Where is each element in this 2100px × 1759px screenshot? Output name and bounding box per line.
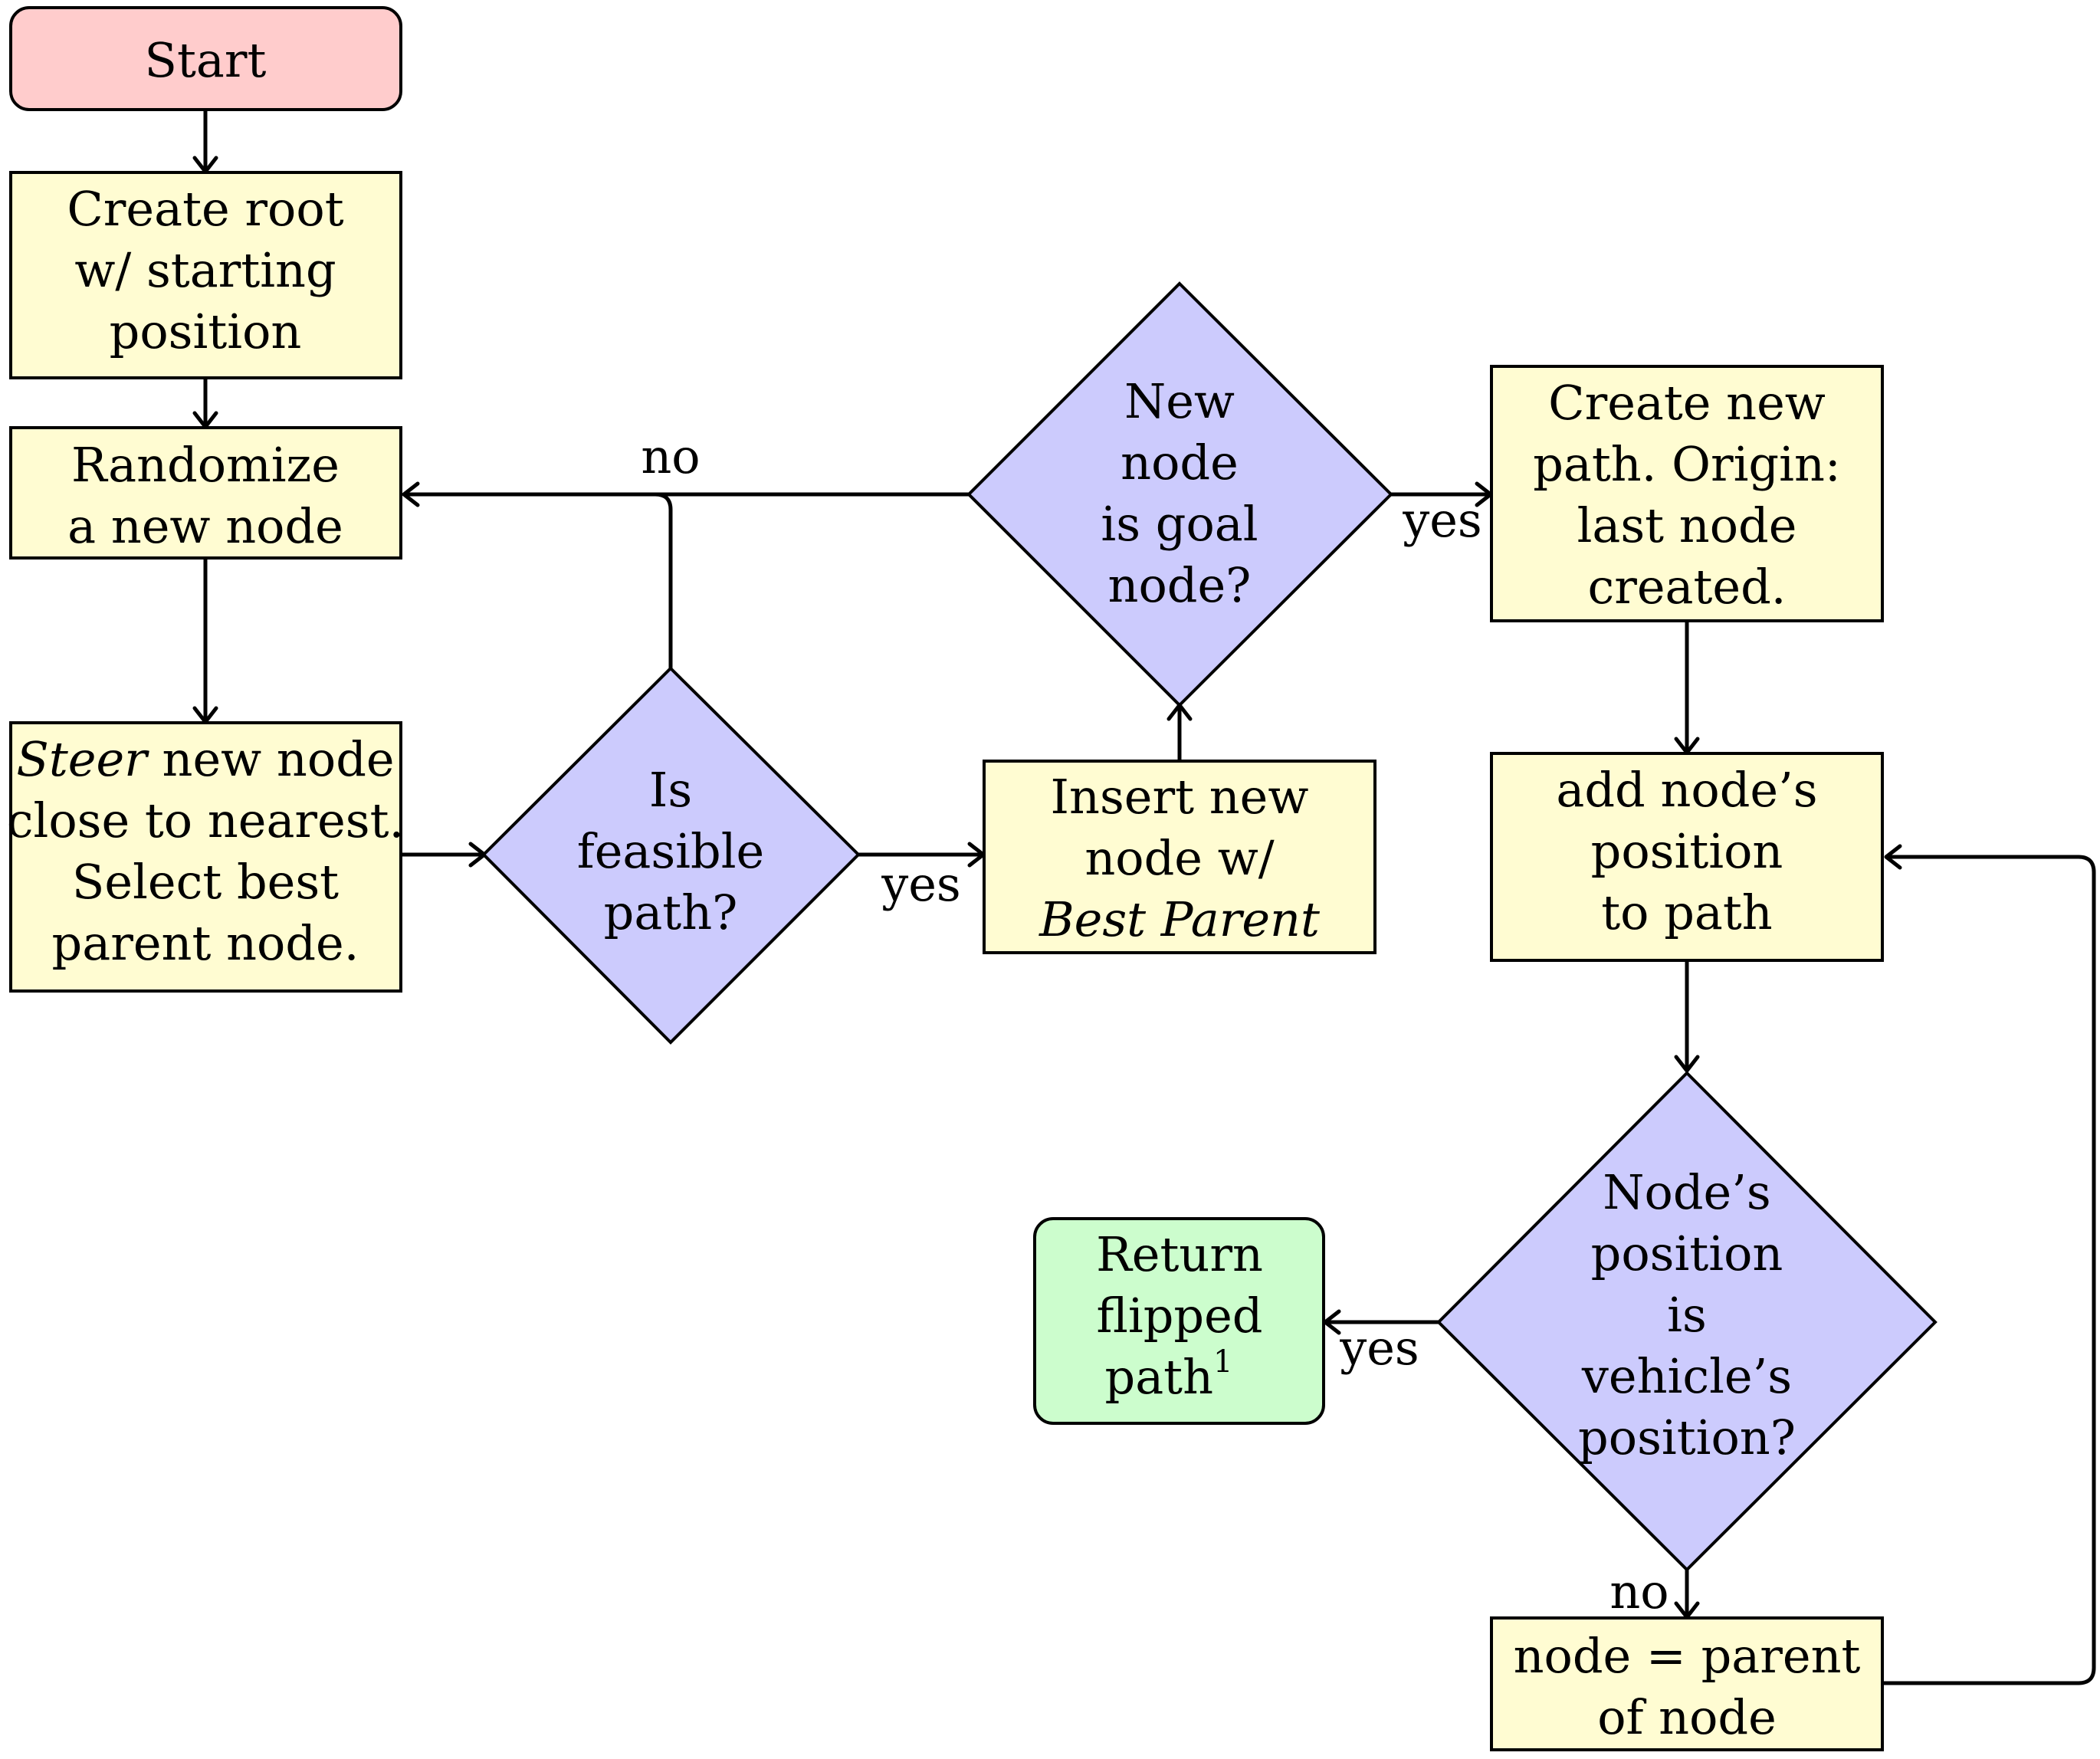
arrowhead xyxy=(1674,1055,1700,1073)
edge-label-feasible-yes: yes xyxy=(881,856,961,912)
edges xyxy=(192,109,2096,1685)
footnote-marker: 1 xyxy=(1213,1344,1232,1380)
is-goal-line: node xyxy=(1121,435,1239,491)
is-goal-line: is goal xyxy=(1101,496,1258,552)
steer-line: close to nearest. xyxy=(7,793,404,848)
arrowhead xyxy=(1884,844,1902,870)
add-position-line: position xyxy=(1591,823,1783,879)
return-line: flipped xyxy=(1097,1288,1263,1344)
edge-labels: yes no yes yes no xyxy=(641,428,1669,1620)
is-vehicle-line: vehicle’s xyxy=(1581,1348,1792,1404)
steer-line: parent node. xyxy=(52,915,359,971)
node-parent-line: node = parent xyxy=(1514,1628,1861,1684)
return-path-node xyxy=(1033,1217,1325,1425)
create-path-line: created. xyxy=(1587,559,1786,615)
randomize-line: a new node xyxy=(67,498,343,554)
node-parent-node xyxy=(1490,1616,1884,1751)
add-position-node xyxy=(1490,752,1884,962)
node-labels: Start Create root w/ starting position R… xyxy=(7,32,1861,1745)
steer-rest: new node xyxy=(147,731,395,787)
arrowhead xyxy=(402,481,420,507)
is-feasible-decision xyxy=(481,666,861,1045)
insert-line: node w/ xyxy=(1084,830,1274,886)
create-path-line: path. Origin: xyxy=(1533,436,1841,492)
create-path-line: last node xyxy=(1577,497,1797,553)
edge-feasible-to-randomize xyxy=(653,492,673,671)
create-root-node xyxy=(9,171,402,379)
is-vehicle-line: Node’s xyxy=(1603,1164,1770,1220)
steer-node xyxy=(9,721,402,993)
create-root-line: w/ starting xyxy=(74,242,336,298)
return-path-word: path xyxy=(1105,1349,1214,1405)
add-position-line: add node’s xyxy=(1556,762,1817,818)
edge-node-parent-to-add-position xyxy=(1881,855,2096,1685)
edge-label-vehicle-no: no xyxy=(1609,1564,1669,1620)
is-vehicle-decision xyxy=(1436,1071,1938,1572)
steer-line: Select best xyxy=(72,854,339,910)
randomize-line: Randomize xyxy=(71,437,340,493)
is-feasible-line: feasible xyxy=(577,823,764,879)
is-goal-line: New xyxy=(1124,373,1235,429)
start-node xyxy=(9,6,402,111)
is-feasible-line: path? xyxy=(604,884,738,940)
is-goal-line: node? xyxy=(1108,557,1252,613)
is-vehicle-line: is xyxy=(1667,1287,1707,1343)
create-root-line: position xyxy=(110,304,302,359)
randomize-node xyxy=(9,426,402,560)
create-root-line: Create root xyxy=(67,181,343,237)
start-label: Start xyxy=(145,32,267,88)
is-goal-decision xyxy=(966,281,1393,707)
steer-line: Steer new node xyxy=(16,731,394,787)
steer-italic: Steer xyxy=(16,731,149,787)
node-parent-line: of node xyxy=(1597,1689,1777,1745)
edge-label-vehicle-yes: yes xyxy=(1339,1320,1419,1376)
add-position-line: to path xyxy=(1601,884,1772,940)
return-line: path1 xyxy=(1105,1344,1233,1405)
create-path-line: Create new xyxy=(1548,375,1826,431)
edge-label-goal-yes: yes xyxy=(1402,492,1482,548)
is-feasible-line: Is xyxy=(649,762,692,818)
edge-label-goal-no: no xyxy=(641,428,700,484)
return-line: Return xyxy=(1096,1226,1263,1282)
insert-node xyxy=(983,760,1376,954)
create-path-node xyxy=(1490,365,1884,622)
is-vehicle-line: position xyxy=(1591,1226,1783,1282)
insert-italic-line: Best Parent xyxy=(1039,891,1320,947)
insert-line: Insert new xyxy=(1051,769,1309,825)
is-vehicle-line: position? xyxy=(1578,1409,1796,1465)
